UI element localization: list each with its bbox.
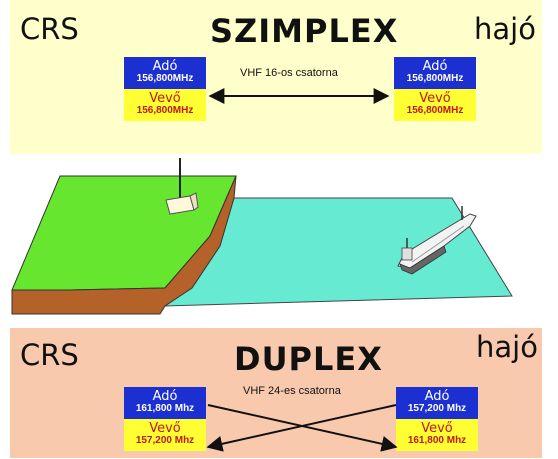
tx-label: Adó xyxy=(152,59,178,74)
cliff xyxy=(11,175,237,315)
rx-label: Vevő xyxy=(419,91,451,106)
rx-label: Vevő xyxy=(421,421,453,436)
duplex-panel: CRS DUPLEX hajó Adó 161,800 Mhz Vevő 157… xyxy=(10,328,542,458)
simplex-crs-label: CRS xyxy=(20,12,79,46)
tx-label: Adó xyxy=(152,389,178,404)
duplex-ship-receiver: Vevő 161,800 Mhz xyxy=(396,419,478,451)
simplex-ship-transmitter: Adó 156,800MHz xyxy=(394,57,476,89)
simplex-crs-transmitter: Adó 156,800MHz xyxy=(124,57,206,89)
rx-frequency: 157,200 Mhz xyxy=(135,435,195,446)
duplex-crs-radio-box: Adó 161,800 Mhz Vevő 157,200 Mhz xyxy=(124,387,206,451)
duplex-crs-transmitter: Adó 161,800 Mhz xyxy=(124,387,206,419)
tx-frequency: 156,800MHz xyxy=(136,73,194,84)
duplex-title: DUPLEX xyxy=(234,340,383,378)
simplex-ship-receiver: Vevő 156,800MHz xyxy=(394,89,476,121)
rx-frequency: 156,800MHz xyxy=(406,105,464,116)
duplex-ship-transmitter: Adó 157,200 Mhz xyxy=(396,387,478,419)
ship-icon xyxy=(397,206,477,275)
simplex-title: SZIMPLEX xyxy=(210,12,399,50)
duplex-ship-label: hajó xyxy=(476,330,538,364)
tx-label: Adó xyxy=(424,389,450,404)
shore-station-antenna-icon xyxy=(165,158,199,215)
tx-frequency: 157,200 Mhz xyxy=(407,403,467,414)
duplex-channel-label: VHF 24-es csatorna xyxy=(243,385,341,397)
duplex-ship-to-crs-arrow xyxy=(206,404,397,452)
simplex-ship-label: hajó xyxy=(474,12,536,46)
tx-frequency: 161,800 Mhz xyxy=(135,403,195,414)
simplex-ship-radio-box: Adó 156,800MHz Vevő 156,800MHz xyxy=(394,57,476,121)
rx-label: Vevő xyxy=(149,421,181,436)
simplex-panel: CRS SZIMPLEX hajó Adó 156,800MHz Vevő 15… xyxy=(10,0,542,154)
duplex-crs-label: CRS xyxy=(20,338,79,372)
duplex-crs-receiver: Vevő 157,200 Mhz xyxy=(124,419,206,451)
simplex-crs-radio-box: Adó 156,800MHz Vevő 156,800MHz xyxy=(124,57,206,121)
tx-label: Adó xyxy=(422,59,448,74)
simplex-crs-receiver: Vevő 156,800MHz xyxy=(124,89,206,121)
duplex-ship-radio-box: Adó 157,200 Mhz Vevő 161,800 Mhz xyxy=(396,387,478,451)
tx-frequency: 156,800MHz xyxy=(406,73,464,84)
rx-frequency: 156,800MHz xyxy=(136,105,194,116)
simplex-channel-label: VHF 16-os csatorna xyxy=(240,67,338,79)
rx-label: Vevő xyxy=(149,91,181,106)
rx-frequency: 161,800 Mhz xyxy=(407,435,467,446)
